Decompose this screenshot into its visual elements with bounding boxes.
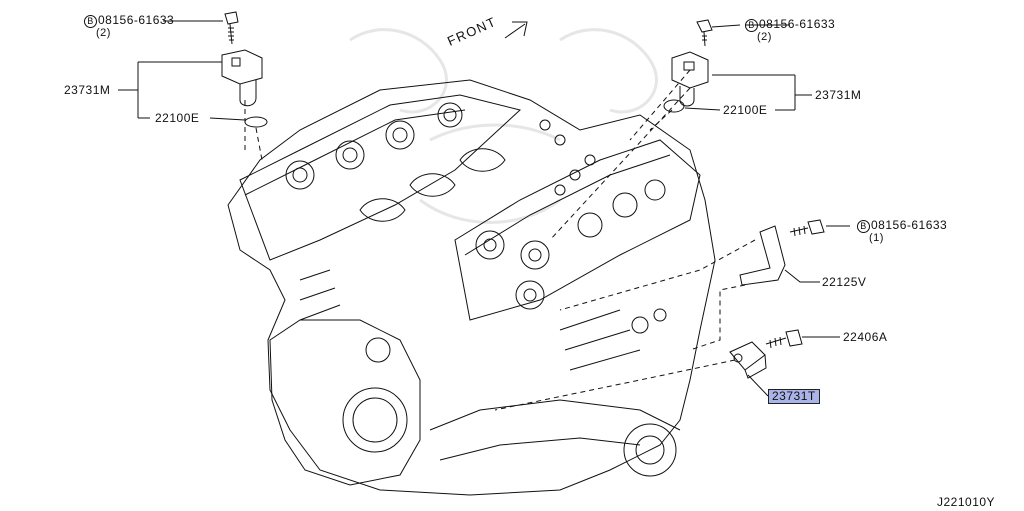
qty-top-left: (2): [96, 27, 111, 39]
part-number: 08156-61633: [98, 13, 175, 27]
cam-sensor-right: [663, 51, 709, 113]
engine-block: [227, 79, 716, 496]
dashed-guides: [244, 69, 756, 411]
watermark-logo: [349, 28, 658, 224]
label-22125v: 22125V: [822, 275, 867, 289]
qty-top-right: (2): [757, 31, 772, 43]
bolt-symbol: B: [857, 220, 870, 233]
label-22406a: 22406A: [843, 330, 888, 344]
bolt-symbol: B: [745, 19, 758, 32]
bolt-symbol: B: [84, 15, 97, 28]
label-22100e-right: 22100E: [723, 103, 768, 117]
label-23731t-highlighted[interactable]: 23731T: [768, 389, 820, 404]
label-23731m-right: 23731M: [815, 88, 862, 102]
part-number: 08156-61633: [759, 17, 836, 31]
qty-mid-right: (1): [869, 232, 884, 244]
leader-lines: [118, 20, 850, 397]
label-22100e-left: 22100E: [155, 111, 200, 125]
bolt-top-left: [224, 11, 239, 45]
bracket-22125v: [739, 225, 786, 286]
part-number: 08156-61633: [871, 218, 948, 232]
bolt-22406a: [765, 329, 803, 349]
bolt-mid-right: [789, 219, 825, 237]
diagram-code: J221010Y: [937, 495, 996, 509]
crank-sensor: [729, 341, 767, 379]
front-arrow: [504, 21, 528, 39]
cam-sensor-left: [221, 49, 268, 128]
label-23731m-left: 23731M: [64, 83, 111, 97]
bolt-top-right: [696, 19, 713, 47]
